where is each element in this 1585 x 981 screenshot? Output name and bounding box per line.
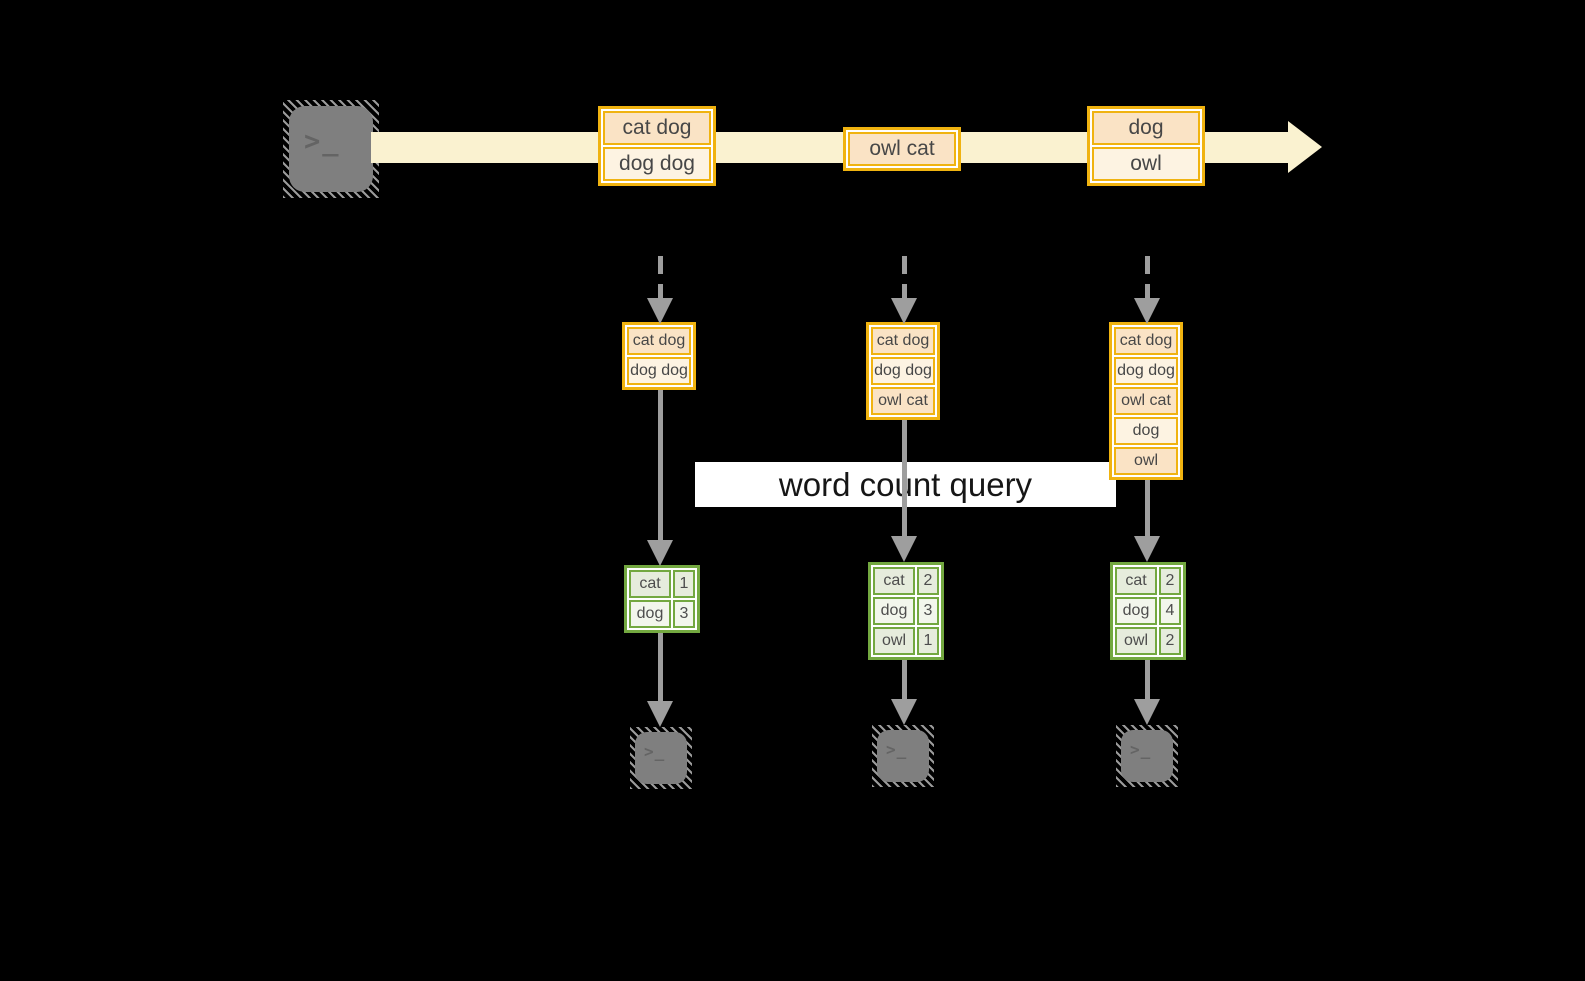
count-cell: 2 [917,567,939,595]
query-arrow-2 [891,420,917,562]
arrow-shaft [657,390,663,540]
output-arrow-2 [891,660,917,725]
arrow-head-icon [891,536,917,562]
terminal-prompt-glyph: >_ [1130,740,1152,759]
terminal-source-body: >_ [289,106,373,192]
terminal-sink-body: >_ [635,732,687,784]
arrow-shaft [657,633,663,701]
state-record: cat dog [1114,327,1178,355]
arrow-head-icon [647,298,673,324]
arrow-head-icon [1134,536,1160,562]
word-cell: cat [629,570,671,598]
word-cell: dog [629,600,671,628]
count-cell: 1 [917,627,939,655]
terminal-prompt-glyph: >_ [304,126,341,157]
wordcount-table-3: cat 2 dog 4 owl 2 [1110,562,1186,660]
wordcount-table-2: cat 2 dog 3 owl 1 [868,562,944,660]
count-cell: 3 [917,597,939,625]
terminal-sink-icon-2: >_ [872,725,934,787]
state-record: cat dog [627,327,691,355]
state-buffer-1: cat dog dog dog [622,322,696,390]
state-buffer-3: cat dog dog dog owl cat dog owl [1109,322,1183,480]
word-cell: owl [1115,627,1157,655]
stream-record: dog dog [603,147,711,181]
state-record: owl cat [1114,387,1178,415]
state-record: dog dog [1114,357,1178,385]
arrow-shaft [901,660,907,699]
stream-record: owl cat [848,132,956,166]
arrow-shaft [657,256,663,298]
arrow-head-icon [891,699,917,725]
count-cell: 3 [673,600,695,628]
arrow-head-icon [1134,699,1160,725]
state-record: dog [1114,417,1178,445]
query-arrow-3 [1134,480,1160,562]
arrow-head-icon [1134,298,1160,324]
state-buffer-2: cat dog dog dog owl cat [866,322,940,420]
arrow-head-icon [647,701,673,727]
wordcount-table-1: cat 1 dog 3 [624,565,700,633]
word-cell: dog [873,597,915,625]
arrow-head-icon [647,540,673,566]
word-cell: owl [873,627,915,655]
arrow-shaft [1144,480,1150,536]
output-arrow-1 [647,633,673,727]
state-record: dog dog [871,357,935,385]
terminal-sink-body: >_ [1121,730,1173,782]
ingest-arrow-3 [1134,256,1160,324]
stream-record: cat dog [603,111,711,145]
count-cell: 2 [1159,627,1181,655]
word-cell: cat [873,567,915,595]
count-cell: 1 [673,570,695,598]
count-cell: 4 [1159,597,1181,625]
terminal-source-icon: >_ [283,100,379,198]
ingest-arrow-1 [647,256,673,324]
arrow-shaft [901,256,907,298]
arrow-shaft [901,420,907,536]
output-arrow-3 [1134,660,1160,725]
stream-event-box-1: cat dog dog dog [598,106,716,186]
state-record: owl [1114,447,1178,475]
terminal-sink-body: >_ [877,730,929,782]
stream-record: owl [1092,147,1200,181]
arrow-shaft [1144,256,1150,298]
state-record: dog dog [627,357,691,385]
arrow-shaft [1144,660,1150,699]
state-record: owl cat [871,387,935,415]
stream-event-box-3: dog owl [1087,106,1205,186]
count-cell: 2 [1159,567,1181,595]
query-arrow-1 [647,390,673,566]
ingest-arrow-2 [891,256,917,324]
terminal-prompt-glyph: >_ [886,740,908,759]
word-cell: dog [1115,597,1157,625]
terminal-sink-icon-1: >_ [630,727,692,789]
stream-record: dog [1092,111,1200,145]
stream-event-box-2: owl cat [843,127,961,171]
terminal-sink-icon-3: >_ [1116,725,1178,787]
word-cell: cat [1115,567,1157,595]
arrow-head-icon [891,298,917,324]
state-record: cat dog [871,327,935,355]
terminal-prompt-glyph: >_ [644,742,666,761]
stream-arrowhead-icon [1288,121,1322,173]
